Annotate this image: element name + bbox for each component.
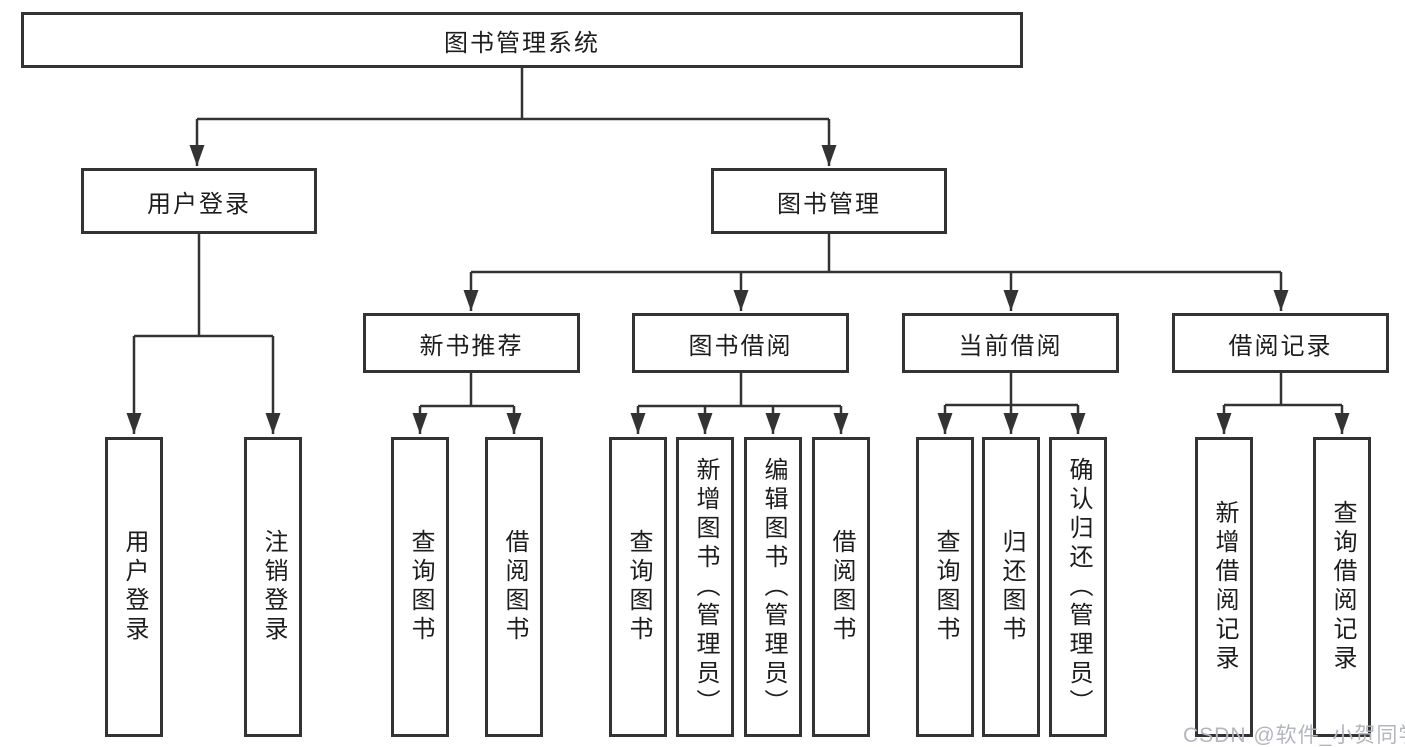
connector-book-management-trunk — [471, 231, 1281, 274]
leaf-cb-query-books-label: 查询图书 — [932, 529, 959, 645]
leaf-cb-confirm-return-admin: 确认归还（管理员） — [1049, 437, 1107, 737]
node-new-book-recommend: 新书推荐 — [363, 313, 580, 373]
connector-bb-trunk — [638, 370, 841, 408]
leaf-bb-add-books-admin-label: 新增图书（管理员） — [692, 456, 719, 718]
leaf-logout-login-label: 注销登录 — [260, 529, 287, 645]
connector-user-login-trunk — [134, 231, 273, 338]
leaf-bb-add-books-admin: 新增图书（管理员） — [676, 437, 734, 737]
leaf-br-query-borrow-record-label: 查询借阅记录 — [1329, 500, 1356, 674]
leaf-br-add-borrow-record: 新增借阅记录 — [1195, 437, 1253, 737]
leaf-cb-return-books: 归还图书 — [982, 437, 1040, 737]
node-user-login: 用户登录 — [81, 168, 317, 234]
node-current-borrowing: 当前借阅 — [902, 313, 1119, 373]
leaf-nbr-query-books-label: 查询图书 — [407, 529, 434, 645]
leaf-bb-query-books-label: 查询图书 — [625, 529, 652, 645]
leaf-logout-login: 注销登录 — [244, 437, 302, 737]
connector-nbr-trunk — [420, 370, 514, 408]
leaf-nbr-query-books: 查询图书 — [391, 437, 449, 737]
leaf-bb-borrow-books: 借阅图书 — [812, 437, 870, 737]
leaf-br-add-borrow-record-label: 新增借阅记录 — [1211, 500, 1238, 674]
leaf-bb-edit-books-admin: 编辑图书（管理员） — [744, 437, 802, 737]
leaf-br-query-borrow-record: 查询借阅记录 — [1313, 437, 1371, 737]
node-borrowing-records: 借阅记录 — [1172, 313, 1389, 373]
leaf-cb-return-books-label: 归还图书 — [998, 529, 1025, 645]
leaf-bb-borrow-books-label: 借阅图书 — [828, 529, 855, 645]
connector-br-trunk — [1224, 370, 1342, 407]
leaf-nbr-borrow-books: 借阅图书 — [485, 437, 543, 737]
connector-cb-trunk — [945, 370, 1078, 407]
leaf-bb-query-books: 查询图书 — [609, 437, 667, 737]
leaf-user-login: 用户登录 — [105, 437, 163, 737]
node-library-management-system: 图书管理系统 — [21, 12, 1023, 68]
leaf-cb-confirm-return-admin-label: 确认归还（管理员） — [1065, 456, 1092, 718]
leaf-nbr-borrow-books-label: 借阅图书 — [501, 529, 528, 645]
node-book-borrowing: 图书借阅 — [632, 313, 849, 373]
connector-root-trunk — [197, 65, 829, 121]
leaf-bb-edit-books-admin-label: 编辑图书（管理员） — [760, 456, 787, 718]
watermark: CSDN @软件_小贺同学 — [1183, 724, 1405, 747]
leaf-user-login-label: 用户登录 — [121, 529, 148, 645]
leaf-cb-query-books: 查询图书 — [916, 437, 974, 737]
node-book-management: 图书管理 — [711, 168, 947, 234]
